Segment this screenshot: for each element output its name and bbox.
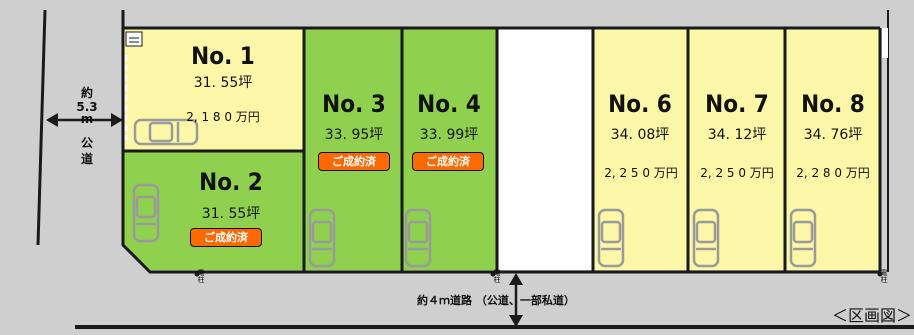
pole-label: 電柱: [197, 269, 205, 284]
map-title: ＜区画図＞: [832, 306, 913, 325]
lot-6-shape[interactable]: [593, 28, 688, 270]
lot-8-shape[interactable]: [785, 28, 880, 270]
lot-1-number: No. 1: [191, 42, 255, 70]
car-icon: [133, 118, 199, 146]
lot-3-area: 33. 95坪: [324, 127, 384, 143]
lot-3-shape[interactable]: [304, 28, 402, 270]
west-road-edge: [36, 9, 47, 246]
lot-6-price: 2, 2 5 0 万円: [604, 166, 678, 180]
east-cutout: [882, 28, 888, 58]
lot-6-area: 34. 08坪: [610, 127, 670, 143]
lot-3-number: No. 3: [322, 90, 386, 118]
lot-4-number: No. 4: [417, 90, 481, 118]
utility-pole-icon: [194, 271, 200, 277]
lot-1-price: 2, 1 8 0 万円: [186, 110, 260, 124]
lot-8-number: No. 8: [801, 90, 865, 118]
lot-3-sold-badge: ご成約済: [318, 152, 390, 171]
lot-7-number: No. 7: [705, 90, 769, 118]
car-icon: [692, 208, 720, 268]
lot-2-number: No. 2: [199, 168, 263, 196]
lot-7-shape[interactable]: [688, 28, 785, 270]
west-road-type-1: 公: [80, 136, 93, 150]
utility-box-icon: [125, 31, 143, 47]
pole-label: 電柱: [493, 269, 501, 284]
south-road-width-arrow: [509, 273, 523, 327]
lot-6-number: No. 6: [608, 90, 672, 118]
lot-7-price: 2, 2 5 0 万円: [700, 166, 774, 180]
car-icons: [132, 118, 817, 268]
west-road-width-arrow: [46, 113, 123, 127]
west-road-unit: m: [80, 112, 94, 126]
lot-8-area: 34. 76坪: [803, 127, 863, 143]
utility-pole-icon: [877, 271, 883, 277]
lot-7-area: 34. 12坪: [707, 127, 767, 143]
utility-pole-icon: [490, 271, 496, 277]
unlabeled-plot: [497, 28, 593, 270]
south-road-label: 約４ｍ道路 （公道、一部私道）: [417, 294, 575, 307]
car-icon: [597, 208, 625, 268]
car-icon: [404, 208, 432, 268]
lot-4-sold-badge: ご成約済: [412, 152, 484, 171]
car-icon: [308, 208, 336, 268]
car-icon: [132, 183, 160, 243]
lot-4-area: 33. 99坪: [419, 127, 479, 143]
lot-4-shape[interactable]: [402, 28, 497, 270]
lot-8-price: 2, 2 8 0 万円: [796, 166, 870, 180]
lot-2-area: 31. 55坪: [201, 206, 261, 222]
west-road-width: 5.3: [76, 100, 98, 114]
lot-boundaries: [121, 10, 882, 274]
lot-2-sold-badge: ご成約済: [190, 228, 262, 247]
west-road-type-2: 道: [80, 152, 93, 166]
lot-1-area: 31. 55坪: [193, 75, 253, 91]
car-icon: [789, 208, 817, 268]
pole-label: 電柱: [880, 269, 888, 284]
west-road-approx: 約: [80, 86, 93, 100]
